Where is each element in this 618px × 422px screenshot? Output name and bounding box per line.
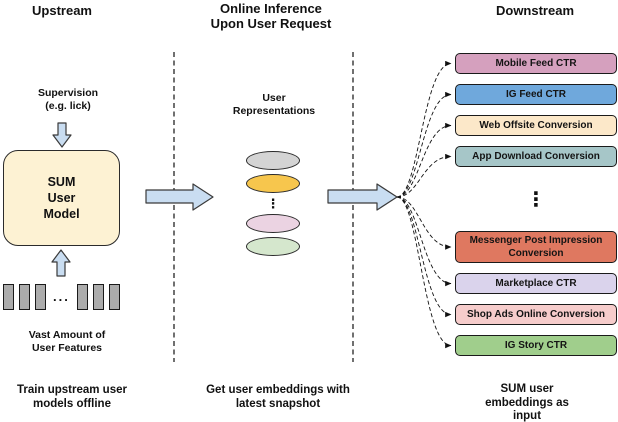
inference-to-downstream-arrow-icon (327, 183, 398, 211)
fanout-connector (396, 196, 452, 287)
downstream-model-box: Marketplace CTR (455, 273, 617, 294)
fanout-connector (396, 196, 452, 250)
embedding-yellow (246, 174, 300, 193)
fanout-connectors (396, 60, 452, 349)
fanout-connector (396, 91, 452, 198)
fanout-connector (396, 196, 452, 318)
feature-bar (108, 283, 120, 310)
supervision-label: Supervision (e.g. lick) (37, 87, 99, 112)
downstream-model-box: App Download Conversion (455, 146, 617, 167)
user-feature-bars: ... (3, 283, 120, 310)
embedding-gray (246, 151, 300, 170)
embedding-green (246, 237, 300, 256)
feature-bar (35, 283, 46, 310)
inference-title: Online Inference Upon User Request (210, 1, 332, 31)
supervision-arrow-icon (52, 122, 72, 148)
downstream-ellipsis: ⋮ (526, 188, 546, 211)
feature-bar (76, 283, 88, 310)
fanout-connector (396, 196, 452, 349)
features-arrow-icon (51, 249, 71, 277)
downstream-model-box: Web Offsite Conversion (455, 115, 617, 136)
model-to-inference-arrow-icon (145, 183, 214, 211)
embedding-stack: ⋮ (246, 151, 300, 256)
embedding-ellipsis: ⋮ (266, 196, 280, 211)
feature-bar (3, 283, 14, 310)
features-label: Vast Amount of User Features (28, 329, 106, 354)
downstream-model-box: Shop Ads Online Conversion (455, 304, 617, 325)
inference-caption: Get user embeddings with latest snapshot (206, 384, 350, 410)
user-representations-label: User Representations (232, 92, 316, 117)
downstream-model-box: IG Feed CTR (455, 84, 617, 105)
feature-bars-ellipsis: ... (53, 288, 70, 304)
downstream-model-box: Mobile Feed CTR (455, 53, 617, 74)
fanout-connector (396, 60, 452, 198)
upstream-caption: Train upstream user models offline (17, 384, 127, 410)
downstream-model-box: Messenger Post Impression Conversion (455, 231, 617, 263)
fanout-connector (396, 153, 452, 198)
downstream-model-box: IG Story CTR (455, 335, 617, 356)
sum-user-model-box: SUM User Model (3, 150, 120, 246)
downstream-caption: SUM user embeddings as input features to… (485, 383, 569, 422)
downstream-models-list: Mobile Feed CTR IG Feed CTR Web Offsite Co… (455, 53, 617, 356)
downstream-title: Downstream (495, 3, 575, 18)
feature-bar (19, 283, 30, 310)
feature-bar (92, 283, 104, 310)
upstream-title: Upstream (32, 3, 92, 18)
fanout-connector (396, 122, 452, 198)
embedding-pink (246, 214, 300, 233)
